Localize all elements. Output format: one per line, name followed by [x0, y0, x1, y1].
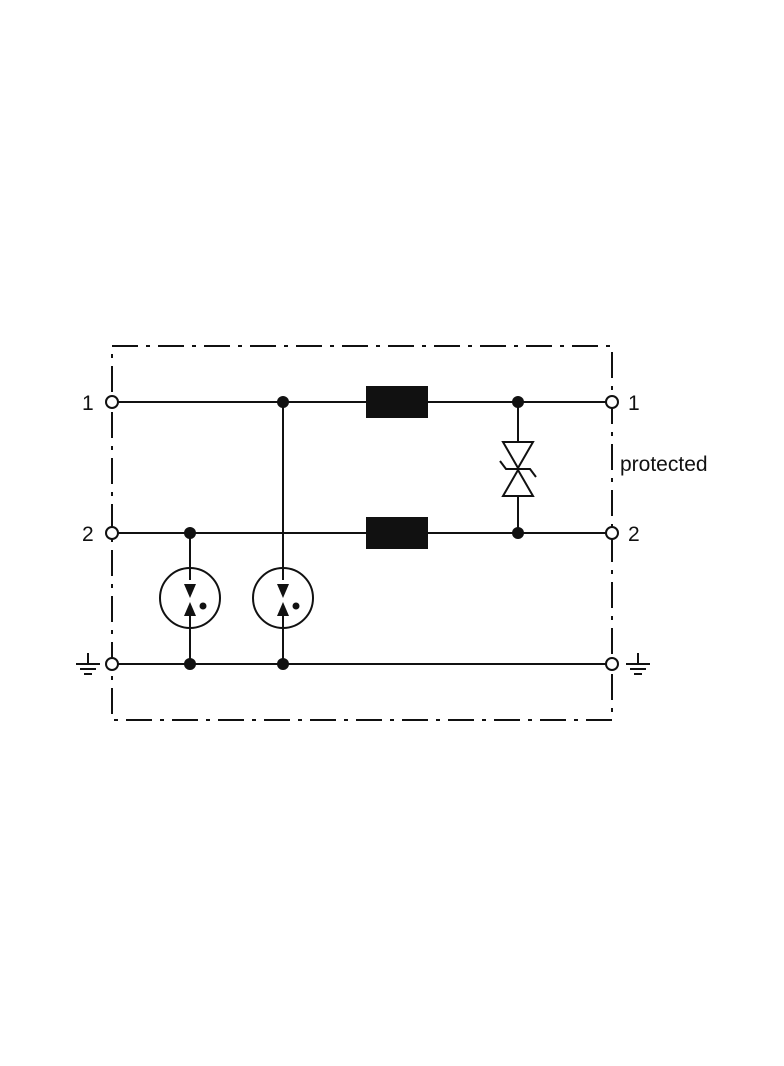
label-left-terminal-2: 2: [82, 523, 94, 546]
terminal-right-ground: [605, 657, 619, 671]
inductor-line-2: [366, 517, 428, 549]
label-protected: protected: [620, 453, 708, 476]
terminal-right-2: [605, 526, 619, 540]
inductor-line-1: [366, 386, 428, 418]
enclosure-frame: [111, 345, 613, 721]
ground-icon: [76, 653, 100, 675]
gas-discharge-tube-2: [252, 567, 314, 629]
junction-dots: [184, 396, 524, 670]
label-right-terminal-2: 2: [628, 523, 640, 546]
terminal-left-1: [105, 395, 119, 409]
ground-icon: [626, 653, 650, 675]
gas-discharge-tube-1: [159, 567, 221, 629]
label-left-terminal-1: 1: [82, 392, 94, 415]
tvs-diode: [499, 441, 537, 497]
terminals: [105, 395, 619, 671]
terminal-right-1: [605, 395, 619, 409]
label-right-terminal-1: 1: [628, 392, 640, 415]
terminal-left-2: [105, 526, 119, 540]
terminal-left-ground: [105, 657, 119, 671]
